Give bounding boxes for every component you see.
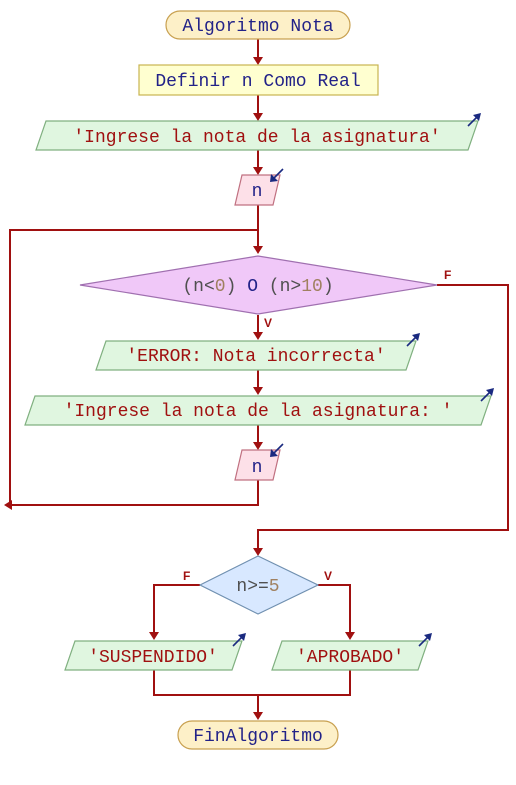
input-read-1-label: n <box>252 182 263 202</box>
output-prompt-2: 'Ingrese la nota de la asignatura: ' <box>24 388 494 426</box>
output-prompt-2-shape <box>24 395 492 426</box>
loop-true-label: V <box>264 316 272 330</box>
output-prompt-1: 'Ingrese la nota de la asignatura' <box>35 113 481 151</box>
arrowhead <box>253 167 263 175</box>
input-read-1-shape <box>234 174 281 206</box>
grade-false-label: F <box>183 569 190 583</box>
output-fail: 'SUSPENDIDO' <box>64 633 246 671</box>
arrowhead <box>253 442 263 450</box>
output-arrow-icon <box>232 633 246 647</box>
output-arrow-icon <box>406 333 420 347</box>
output-fail-label: 'SUSPENDIDO' <box>88 648 218 668</box>
output-pass-shape <box>271 640 429 671</box>
arrowhead <box>253 548 263 556</box>
arrowhead <box>345 632 355 640</box>
output-error: 'ERROR: Nota incorrecta' <box>95 333 420 371</box>
output-pass: 'APROBADO' <box>271 633 432 671</box>
output-pass-label: 'APROBADO' <box>296 648 404 668</box>
end-terminal-label: FinAlgoritmo <box>193 727 323 747</box>
grade-true-label: V <box>324 569 332 583</box>
output-arrow-icon <box>480 388 494 402</box>
output-prompt-1-shape <box>35 120 479 151</box>
loop-decision: (n<0) O (n>10) F V <box>79 255 451 330</box>
define-statement-label: Definir n Como Real <box>155 72 360 92</box>
grade-decision-label: n>=5 <box>236 577 279 597</box>
arrowhead <box>253 332 263 340</box>
start-terminal-shape <box>165 10 351 40</box>
merge-line <box>153 670 351 696</box>
grade-true-line <box>318 584 351 637</box>
output-arrow-icon <box>418 633 432 647</box>
output-prompt-2-label: 'Ingrese la nota de la asignatura: ' <box>64 402 453 422</box>
loop-decision-shape <box>79 255 438 315</box>
input-read-2-label: n <box>252 458 263 478</box>
input-read-2-shape <box>234 449 281 481</box>
arrowhead <box>253 387 263 395</box>
output-error-label: 'ERROR: Nota incorrecta' <box>126 347 385 367</box>
start-terminal: Algoritmo Nota <box>165 10 351 40</box>
end-terminal: FinAlgoritmo <box>177 720 339 750</box>
loop-false-label: F <box>444 268 451 282</box>
flow-connectors <box>4 39 509 720</box>
input-arrow-icon <box>270 443 284 457</box>
grade-false-line <box>153 584 200 637</box>
output-prompt-1-label: 'Ingrese la nota de la asignatura' <box>73 128 440 148</box>
input-arrow-icon <box>270 168 284 182</box>
input-read-1: n <box>234 168 284 206</box>
loop-decision-label: (n<0) O (n>10) <box>182 277 333 297</box>
arrowhead <box>253 712 263 720</box>
arrowhead <box>253 113 263 121</box>
output-error-shape <box>95 340 417 371</box>
arrowhead <box>253 246 263 254</box>
arrowhead <box>4 500 12 510</box>
define-statement-shape <box>138 64 379 96</box>
grade-decision-shape <box>198 555 320 615</box>
output-arrow-icon <box>467 113 481 127</box>
end-terminal-shape <box>177 720 339 750</box>
loop-exit-line <box>257 284 509 553</box>
input-read-2: n <box>234 443 284 481</box>
arrowhead <box>253 57 263 65</box>
output-fail-shape <box>64 640 243 671</box>
define-statement: Definir n Como Real <box>138 64 379 96</box>
grade-decision: n>=5 F V <box>183 555 332 615</box>
arrowhead <box>149 632 159 640</box>
start-terminal-label: Algoritmo Nota <box>182 17 333 37</box>
